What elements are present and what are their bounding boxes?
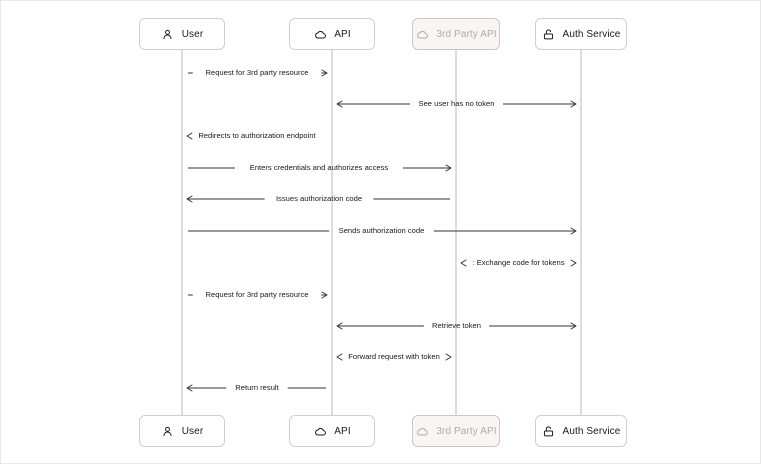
message-label: See user has no token (419, 99, 495, 108)
message-label: Request for 3rd party resource (206, 68, 309, 77)
participant-label: 3rd Party API (436, 425, 497, 437)
message-7: : Exchange code for tokens (460, 258, 577, 267)
message-label: Sends authorization code (339, 226, 425, 235)
participant-api-bottom[interactable]: API (289, 415, 375, 447)
message-label: Enters credentials and authorizes access (250, 163, 389, 172)
message-1: Request for 3rd party resource (188, 68, 328, 77)
lifeline-group (181, 50, 582, 415)
cloud-icon (313, 27, 327, 41)
cloud-icon (415, 27, 429, 41)
message-8: Request for 3rd party resource (188, 290, 328, 299)
participant-label: API (334, 425, 351, 437)
arrowhead (186, 132, 193, 140)
arrowhead (186, 384, 193, 392)
participant-third-party-api-bottom[interactable]: 3rd Party API (412, 415, 500, 447)
cloud-icon (415, 424, 429, 438)
participant-user-bottom[interactable]: User (139, 415, 225, 447)
arrowhead (445, 353, 452, 361)
participant-label: Auth Service (562, 28, 621, 40)
participant-auth-service-top[interactable]: Auth Service (535, 18, 627, 50)
participant-third-party-api-top[interactable]: 3rd Party API (412, 18, 500, 50)
arrowhead (321, 291, 328, 299)
unlock-icon (542, 27, 556, 41)
participant-auth-service-bottom[interactable]: Auth Service (535, 415, 627, 447)
participant-label: User (181, 28, 204, 40)
message-label: Return result (235, 383, 279, 392)
participant-label: Auth Service (562, 425, 621, 437)
message-2: See user has no token (336, 99, 577, 108)
message-9: Retrieve token (336, 321, 577, 330)
message-6: Sends authorization code (188, 226, 577, 235)
person-icon (161, 424, 175, 438)
participant-api-top[interactable]: API (289, 18, 375, 50)
message-label: : Exchange code for tokens (472, 258, 564, 267)
participant-label: API (334, 28, 351, 40)
message-5: Issues authorization code (186, 194, 450, 203)
message-label: Redirects to authorization endpoint (198, 131, 316, 140)
arrowhead (336, 100, 343, 108)
arrowhead (186, 195, 193, 203)
arrowhead (570, 100, 577, 108)
participant-user-top[interactable]: User (139, 18, 225, 50)
arrowhead (570, 227, 577, 235)
arrowhead (321, 69, 328, 77)
message-label: Forward request with token (348, 352, 440, 361)
message-10: Forward request with token (336, 352, 452, 361)
person-icon (161, 27, 175, 41)
participant-label: 3rd Party API (436, 28, 497, 40)
arrowhead (336, 322, 343, 330)
arrowhead (570, 259, 577, 267)
cloud-icon (313, 424, 327, 438)
arrowhead (460, 259, 467, 267)
message-label: Request for 3rd party resource (206, 290, 309, 299)
participant-label: User (181, 425, 204, 437)
arrowhead (445, 164, 452, 172)
arrowhead (336, 353, 343, 361)
unlock-icon (542, 424, 556, 438)
message-11: Return result (186, 383, 326, 392)
message-label: Retrieve token (432, 321, 481, 330)
arrowhead (570, 322, 577, 330)
message-label: Issues authorization code (276, 194, 362, 203)
message-3: Redirects to authorization endpoint (186, 131, 317, 140)
message-4: Enters credentials and authorizes access (188, 163, 452, 172)
